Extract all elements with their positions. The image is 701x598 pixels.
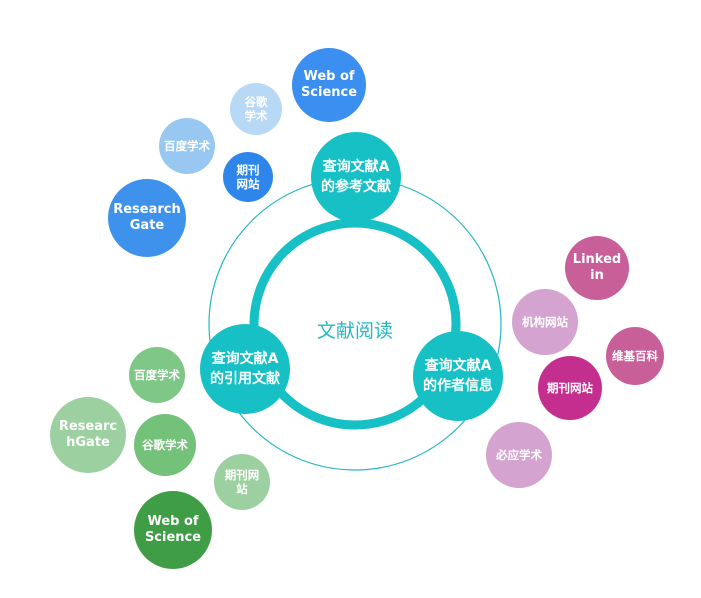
author-source-journal-sites: 期刊网站 bbox=[538, 356, 602, 420]
ref-source-researchgate: Research Gate bbox=[108, 179, 186, 257]
hub-references: 查询文献A 的参考文献 bbox=[311, 132, 401, 222]
cite-source-baidu-scholar: 百度学术 bbox=[129, 347, 185, 403]
center-label: 文献阅读 bbox=[316, 319, 393, 342]
hub-citations: 查询文献A 的引用文献 bbox=[200, 324, 290, 414]
author-source-linkedin: Linked in bbox=[565, 236, 629, 300]
cite-source-web-of-science: Web of Science bbox=[134, 491, 212, 569]
hub-authors: 查询文献A 的作者信息 bbox=[413, 331, 503, 421]
ref-source-google-scholar: 谷歌 学术 bbox=[230, 83, 282, 135]
ref-source-baidu-scholar: 百度学术 bbox=[159, 118, 215, 174]
ref-source-web-of-science: Web of Science bbox=[292, 48, 366, 122]
author-source-institution-sites: 机构网站 bbox=[512, 289, 578, 355]
cite-source-researchgate: Researc hGate bbox=[50, 397, 126, 473]
author-source-wikipedia: 维基百科 bbox=[606, 327, 664, 385]
cite-source-journal-sites: 期刊网 站 bbox=[214, 454, 270, 510]
author-source-bing-scholar: 必应学术 bbox=[486, 422, 552, 488]
ref-source-journal-sites: 期刊 网站 bbox=[223, 152, 273, 202]
cite-source-google-scholar: 谷歌学术 bbox=[134, 414, 196, 476]
